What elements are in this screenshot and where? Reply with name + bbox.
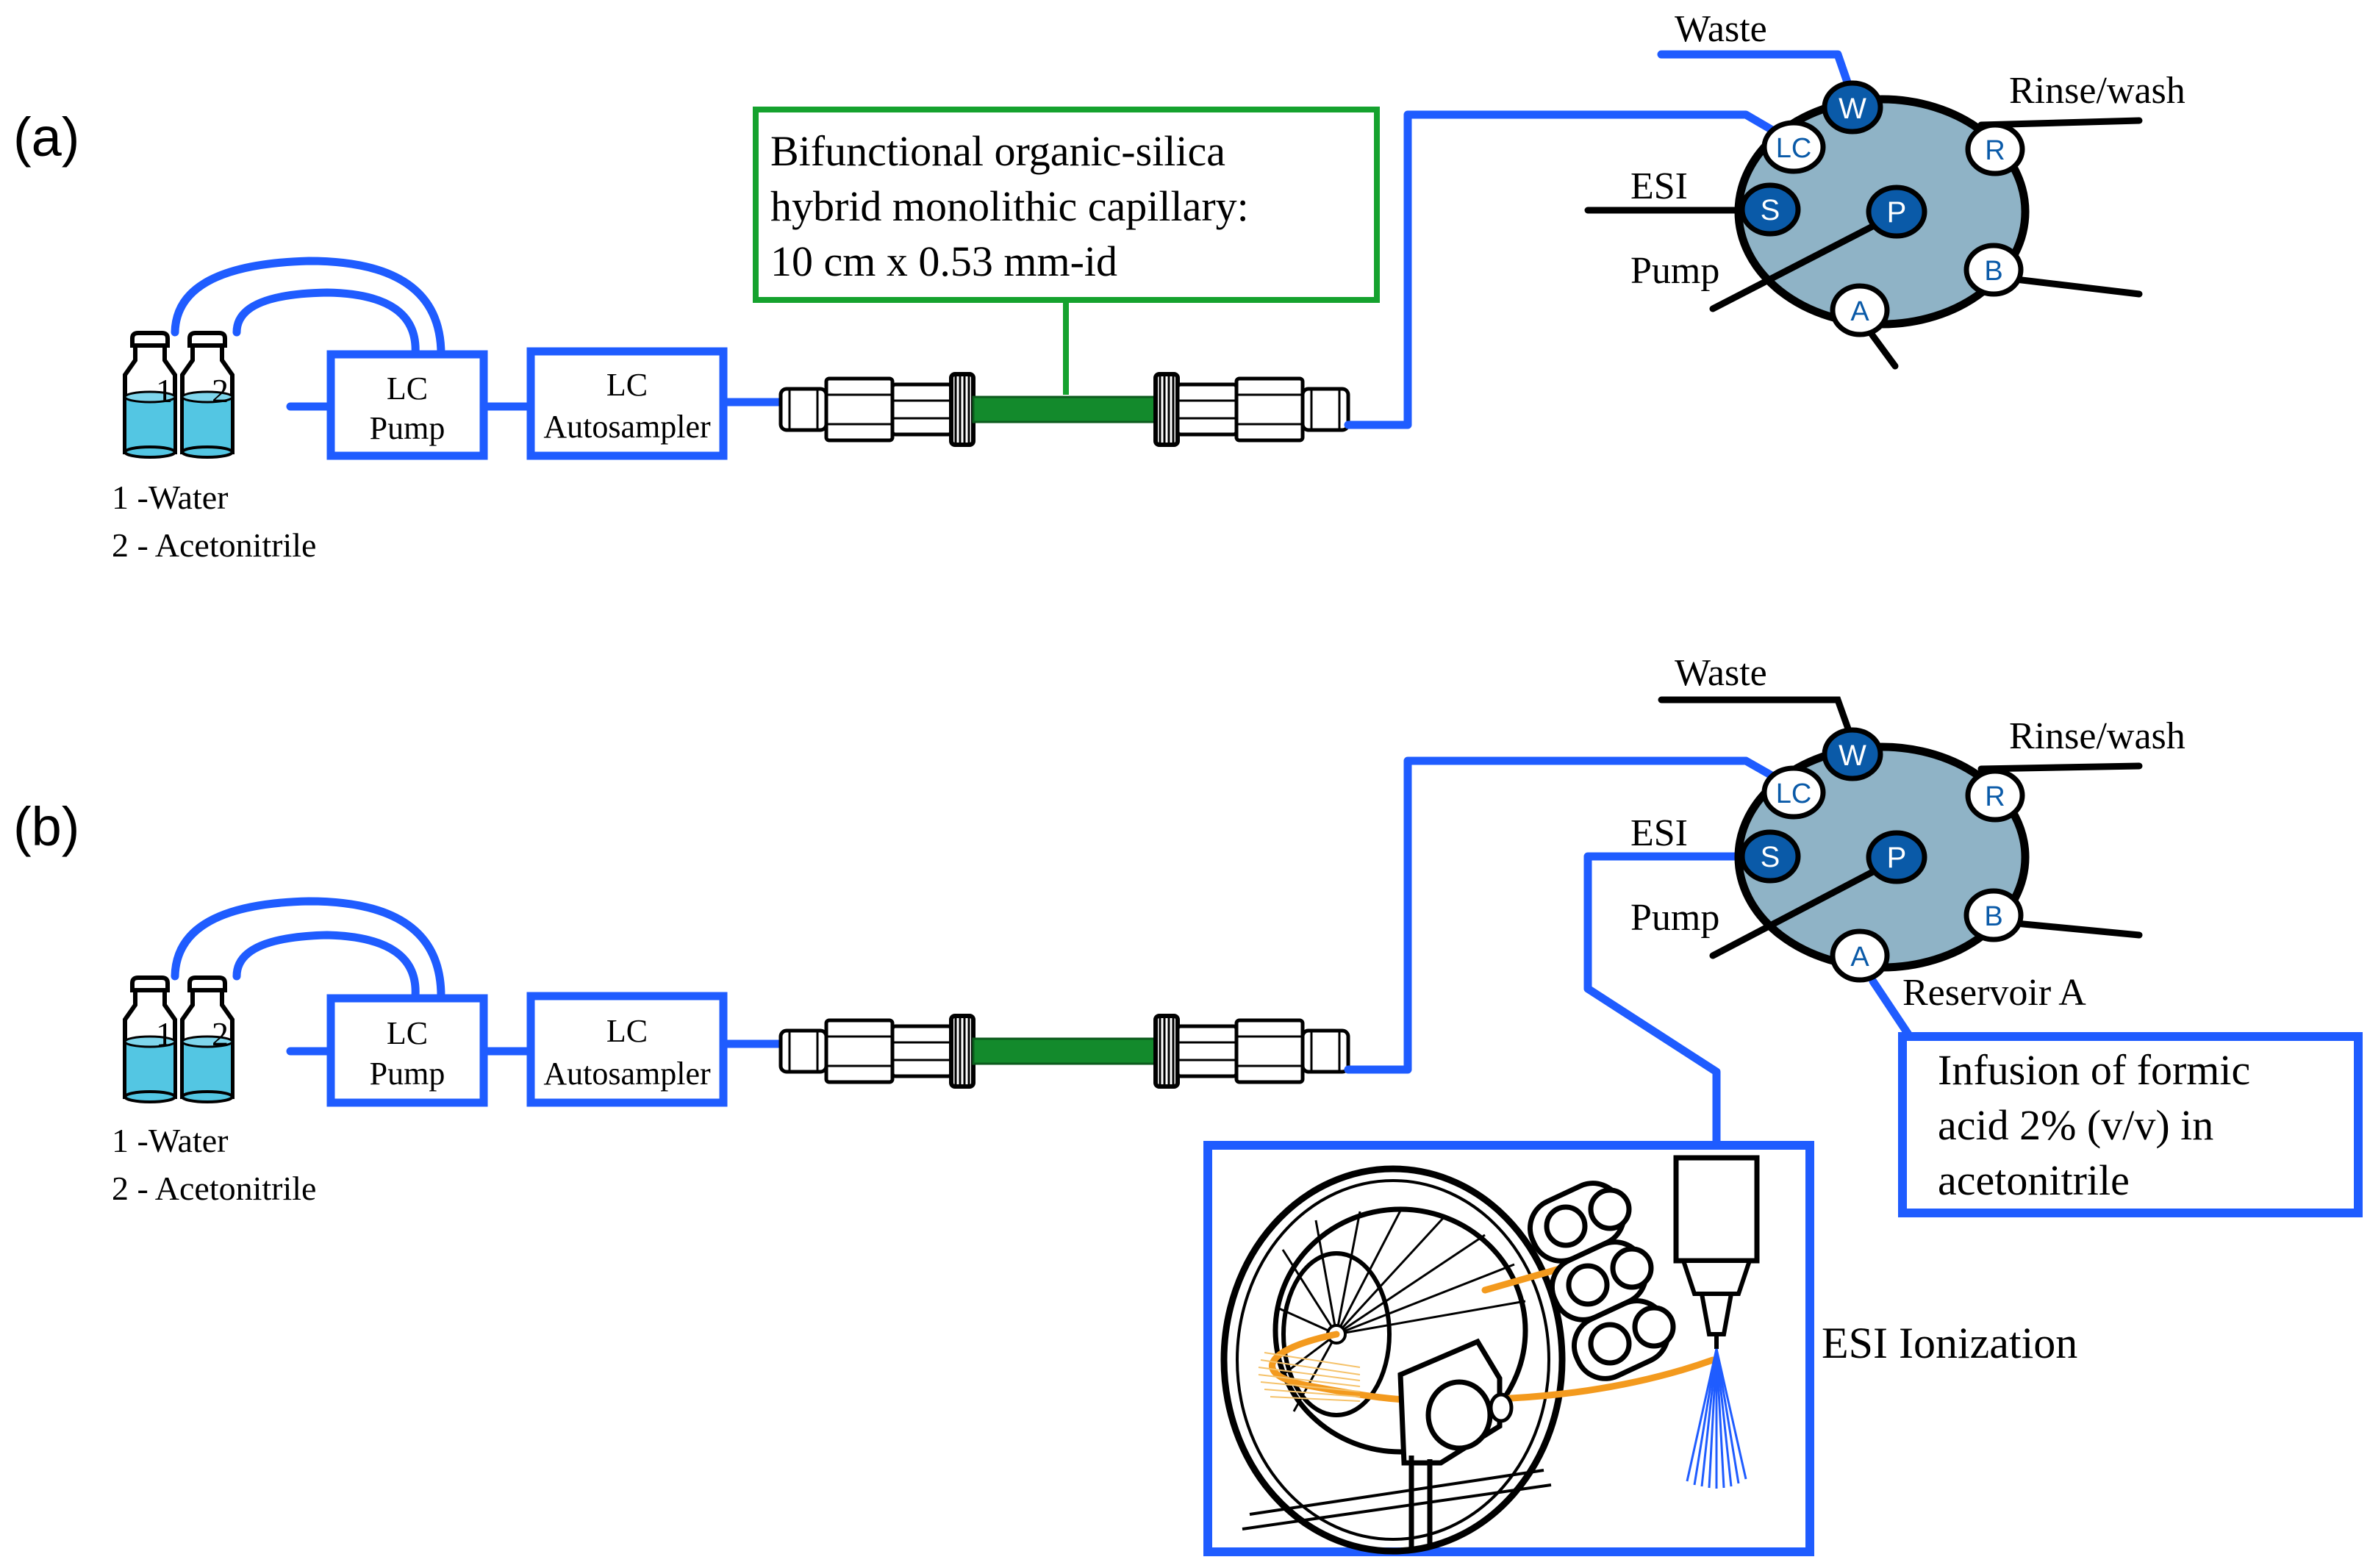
waste-line-b: [1658, 696, 1856, 745]
monolithic-column-b: [781, 1016, 1348, 1086]
port-p-label-b: P: [1887, 842, 1907, 874]
bottle-2-number: 2: [212, 372, 229, 409]
port-p-label: P: [1887, 196, 1907, 229]
port-b-label-b: B: [1984, 901, 2002, 932]
bottle-1-line: [171, 257, 445, 359]
column-to-valve-line: [1344, 110, 1798, 429]
port-w-label: W: [1839, 93, 1866, 125]
rinse-label: Rinse/wash: [2009, 70, 2185, 112]
pump-line-b: [1709, 855, 1902, 959]
port-b: [1963, 243, 2024, 297]
infusion-note-box: [1898, 1032, 2363, 1217]
port-r-label-b: R: [1985, 781, 2005, 812]
rinse-line: [1977, 117, 2143, 129]
infusion-note-line-2: acid 2% (v/v) in: [1938, 1101, 2213, 1149]
port-a-label-b: A: [1850, 942, 1869, 973]
lc-pump-label-1-b: LC: [387, 1015, 428, 1051]
esi-source-illustration: [1203, 1141, 1814, 1556]
bottle-1-number-b: 1: [156, 1015, 173, 1053]
autosampler-label-2-b: Autosampler: [543, 1056, 711, 1092]
panel-b-tag: (b): [13, 796, 79, 857]
port-w-label-b: W: [1839, 740, 1866, 772]
lc-pump-label-2-b: Pump: [370, 1056, 445, 1092]
lc-autosampler-box: [526, 347, 728, 460]
lc-pump-box-b: [326, 994, 488, 1107]
bottle-2-line: [232, 288, 420, 359]
bottle-1-number: 1: [156, 372, 173, 409]
infusion-note-line-1: Infusion of formic: [1938, 1046, 2250, 1094]
port-lc-label: LC: [1776, 133, 1812, 164]
bottle-2-number-b: 2: [212, 1015, 229, 1053]
panel-a: (a) 1 2 1 -Water 2 - Acetonitrile LC Pum…: [13, 8, 2185, 564]
autosampler-label-1: LC: [606, 367, 648, 403]
port-a-label: A: [1850, 296, 1869, 327]
port-lc-label-b: LC: [1776, 778, 1812, 809]
esi-label: ESI: [1630, 165, 1688, 207]
port-p-b: [1866, 830, 1927, 884]
column-note-line-3: 10 cm x 0.53 mm-id: [770, 237, 1117, 285]
bottle-2-line-b: [232, 931, 420, 1000]
esi-label-b: ESI: [1630, 812, 1688, 854]
autosampler-label-2: Autosampler: [543, 409, 711, 445]
lc-pump-label-1: LC: [387, 370, 428, 407]
port-lc-b: [1761, 765, 1826, 820]
esi-ionization-label: ESI Ionization: [1822, 1319, 2077, 1367]
valve-b: W LC R S P B A Waste Rinse/wash ESI Pump…: [1630, 652, 2185, 1014]
pump-label-b: Pump: [1630, 897, 1719, 939]
infusion-note-line-3: acetonitrile: [1938, 1156, 2130, 1204]
port-b-label: B: [1984, 256, 2002, 287]
reservoir-label: Reservoir A: [1902, 972, 2086, 1014]
waste-line: [1657, 50, 1857, 101]
legend-water: 1 -Water: [112, 479, 228, 516]
port-s: [1739, 182, 1801, 237]
panel-a-tag: (a): [13, 107, 79, 168]
legend-water-b: 1 -Water: [112, 1122, 228, 1159]
waste-label-b: Waste: [1675, 652, 1767, 694]
waste-label: Waste: [1675, 8, 1767, 50]
column-note-line-1: Bifunctional organic-silica: [770, 127, 1225, 175]
port-w-b: [1822, 727, 1883, 781]
port-r: [1965, 122, 2025, 176]
port-s-label-b: S: [1761, 841, 1780, 873]
panel-b: (b) 1 2 1 -Water 2 - Acetonitrile LC Pum…: [13, 652, 2363, 1556]
valve-a: W LC R S P B A Waste Rinse/wash ESI Pump: [1584, 8, 2185, 370]
autosampler-label-1-b: LC: [606, 1013, 648, 1049]
valve-to-esi-line: [1583, 852, 1747, 1150]
lc-pump-label-2: Pump: [370, 410, 445, 446]
column-note-line-2: hybrid monolithic capillary:: [770, 182, 1249, 230]
port-a-b: [1830, 928, 1890, 983]
port-r-label: R: [1985, 135, 2005, 166]
port-s-label: S: [1761, 194, 1780, 226]
bottle-1-line-b: [171, 897, 445, 1000]
reservoir-line: [1869, 977, 1914, 1041]
rinse-label-b: Rinse/wash: [2009, 715, 2185, 757]
pump-label: Pump: [1630, 250, 1719, 292]
column-to-valve-line-b: [1344, 756, 1798, 1074]
port-a: [1830, 283, 1890, 337]
port-w: [1822, 80, 1883, 135]
port-p: [1866, 185, 1927, 239]
legend-acetonitrile: 2 - Acetonitrile: [112, 526, 316, 564]
column-note-box: [753, 107, 1380, 303]
port-lc: [1761, 120, 1826, 174]
port-s-b: [1739, 829, 1801, 884]
lc-autosampler-box-b: [526, 992, 728, 1107]
legend-acetonitrile-b: 2 - Acetonitrile: [112, 1170, 316, 1207]
pump-line: [1709, 210, 1902, 312]
port-b-b: [1963, 888, 2024, 942]
port-r-b: [1965, 768, 2025, 823]
rinse-line-b: [1977, 762, 2143, 773]
